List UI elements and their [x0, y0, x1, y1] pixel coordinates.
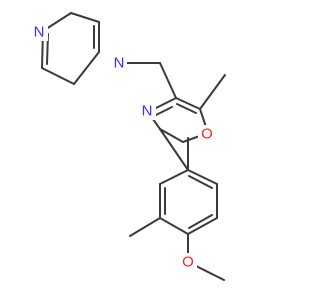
bond: [41, 67, 75, 85]
bond: [159, 217, 189, 235]
pyrazole-n1-label: N: [114, 55, 125, 72]
bond: [188, 214, 213, 229]
bond: [73, 51, 100, 85]
pyrazole-n2-label: N: [34, 24, 45, 41]
methoxy-o-label: O: [182, 254, 194, 271]
bond: [159, 128, 184, 143]
bond: [187, 217, 218, 235]
bond: [175, 97, 201, 110]
bond: [188, 175, 213, 189]
oxazole-o-label: O: [201, 126, 213, 143]
bond: [70, 12, 100, 23]
oxazole-n-label: N: [142, 103, 153, 120]
bond: [159, 169, 189, 185]
bond: [159, 128, 189, 171]
phenyl-ring: [159, 169, 218, 235]
molecule-structure: N N N O O: [33, 12, 226, 281]
bond: [159, 62, 177, 99]
pyrazole-ring: [41, 12, 100, 85]
bond: [176, 103, 197, 114]
bond: [199, 74, 226, 110]
bond: [187, 169, 218, 185]
bond: [129, 217, 161, 237]
